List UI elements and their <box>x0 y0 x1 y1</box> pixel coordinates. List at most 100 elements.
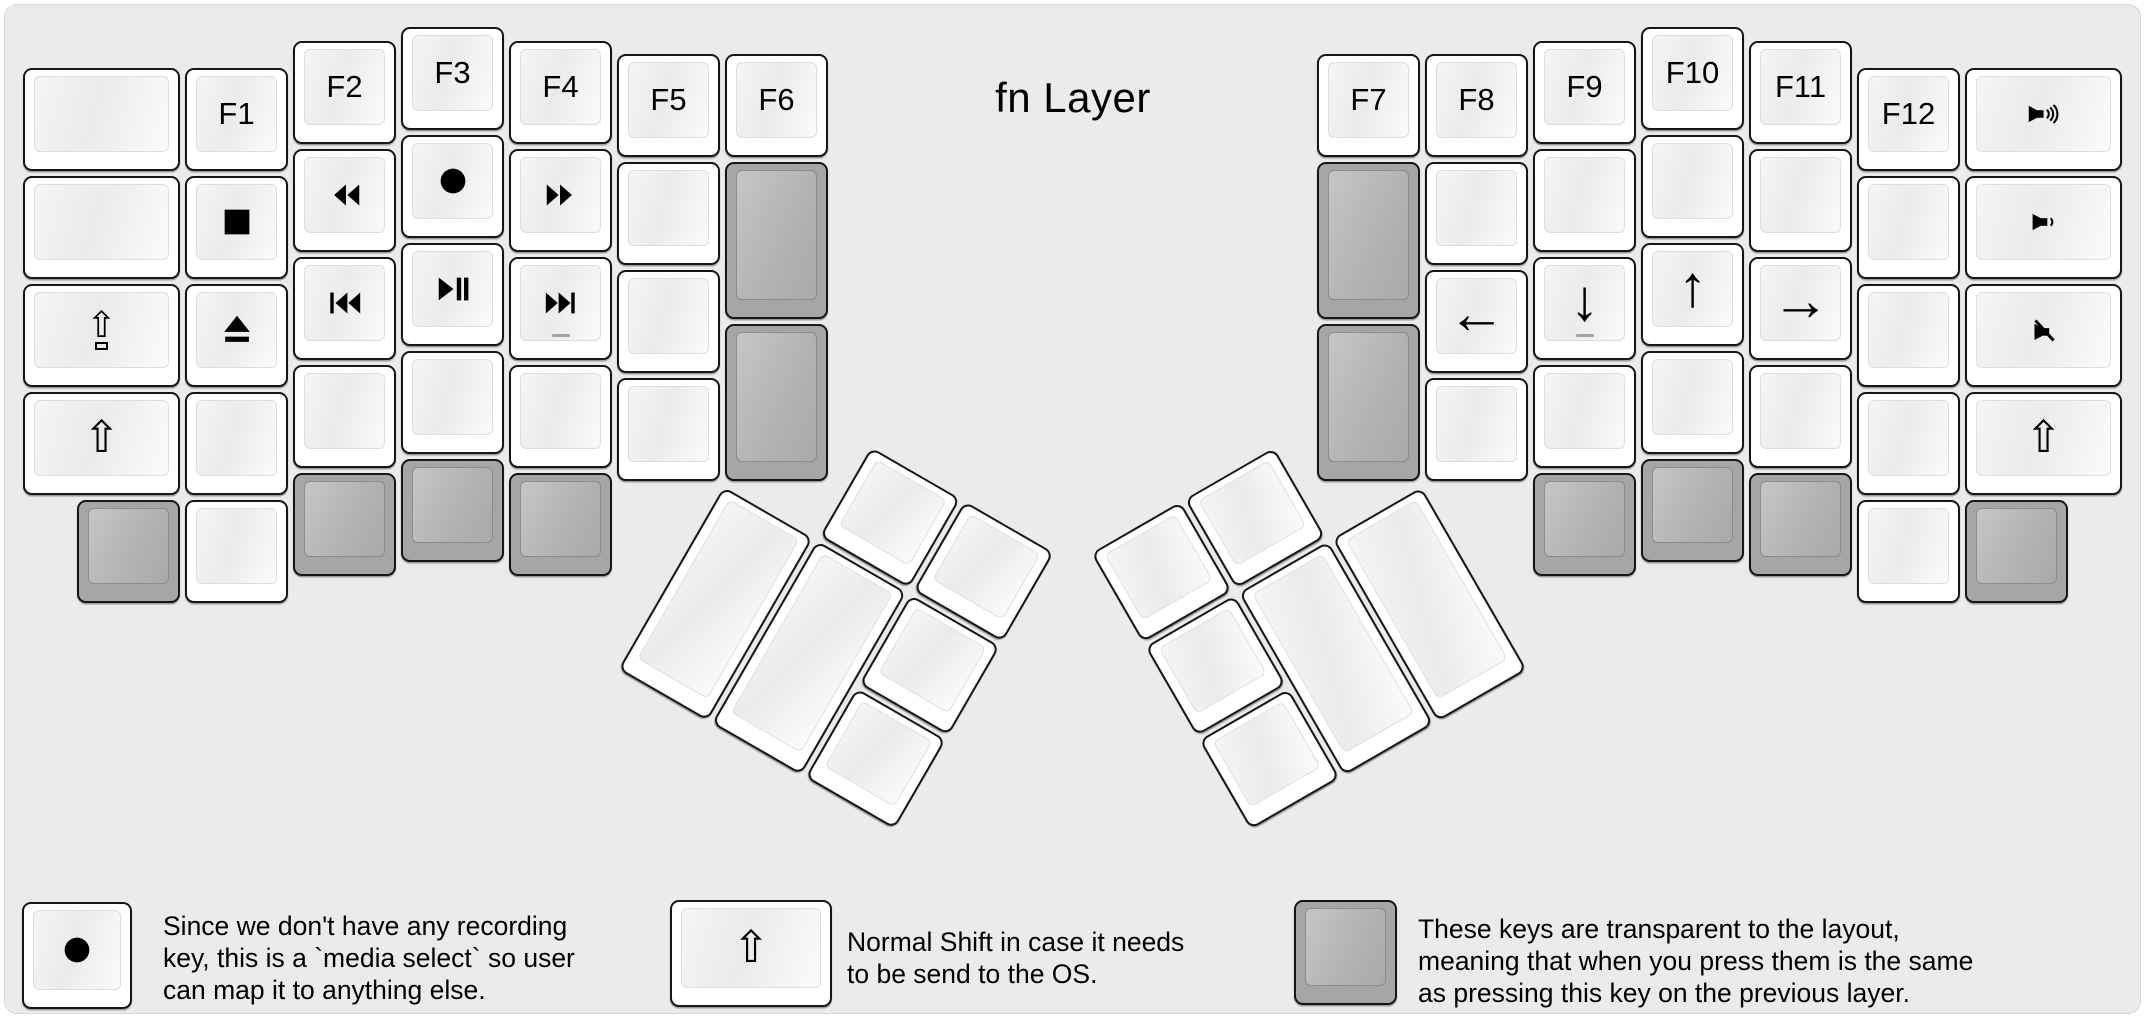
key-transparent[interactable] <box>1641 459 1744 562</box>
key-eject[interactable] <box>185 284 288 387</box>
keycap-surface <box>520 265 601 341</box>
key-label: F4 <box>542 69 579 104</box>
key-blank[interactable] <box>1425 378 1528 481</box>
key-blank[interactable] <box>617 162 720 265</box>
key-blank[interactable] <box>23 68 180 171</box>
key-blank[interactable] <box>1857 500 1960 603</box>
key-mute[interactable] <box>1965 284 2122 387</box>
key-arrow-down[interactable]: ↓ <box>1533 257 1636 360</box>
keycap-surface <box>1760 481 1841 557</box>
key-record[interactable] <box>22 902 132 1009</box>
key-rewind[interactable] <box>293 149 396 252</box>
key-f3[interactable]: F3 <box>401 27 504 130</box>
key-f11[interactable]: F11 <box>1749 41 1852 144</box>
key-f7[interactable]: F7 <box>1317 54 1420 157</box>
key-blank[interactable] <box>23 176 180 279</box>
key-blank[interactable] <box>401 351 504 454</box>
keycap-surface <box>1976 184 2111 260</box>
key-blank[interactable] <box>1533 149 1636 252</box>
keycap-surface: ⇧ <box>681 908 821 988</box>
key-f4[interactable]: F4 <box>509 41 612 144</box>
key-fast-forward[interactable] <box>509 149 612 252</box>
keycap-surface <box>1652 359 1733 435</box>
keycap-surface: F11 <box>1760 49 1841 125</box>
keycap-surface <box>628 170 709 246</box>
key-transparent[interactable] <box>1749 473 1852 576</box>
keycap-surface <box>1868 292 1949 368</box>
keycap-surface: F2 <box>304 49 385 125</box>
key-f1[interactable]: F1 <box>185 68 288 171</box>
key-transparent[interactable] <box>1294 900 1397 1005</box>
keycap-surface: F12 <box>1868 76 1949 152</box>
keycap-surface <box>1760 373 1841 449</box>
key-arrow-left[interactable]: ← <box>1425 270 1528 373</box>
key-arrow-right[interactable]: → <box>1749 257 1852 360</box>
key-shift[interactable]: ⇧ <box>23 392 180 495</box>
keycap-surface <box>304 157 385 233</box>
keycap-surface: F10 <box>1652 35 1733 111</box>
keycap-surface: → <box>1760 265 1841 341</box>
key-blank[interactable] <box>509 365 612 468</box>
fast-forward-icon <box>546 184 572 206</box>
key-prev-track[interactable] <box>293 257 396 360</box>
key-label: F8 <box>1458 82 1495 117</box>
key-transparent[interactable] <box>725 162 828 319</box>
key-blank[interactable] <box>1425 162 1528 265</box>
key-blank[interactable] <box>617 270 720 373</box>
key-blank[interactable] <box>185 392 288 495</box>
key-arrow-up[interactable]: ↑ <box>1641 243 1744 346</box>
key-blank[interactable] <box>1857 284 1960 387</box>
key-record[interactable] <box>401 135 504 238</box>
key-blank[interactable] <box>1533 365 1636 468</box>
keycap-surface <box>1760 157 1841 233</box>
key-transparent[interactable] <box>1317 324 1420 481</box>
keycap-surface <box>196 400 277 476</box>
key-blank[interactable] <box>1641 135 1744 238</box>
key-blank[interactable] <box>1857 392 1960 495</box>
key-transparent[interactable] <box>509 473 612 576</box>
key-blank[interactable] <box>1641 351 1744 454</box>
keycap-surface: F5 <box>628 62 709 138</box>
key-blank[interactable] <box>1749 365 1852 468</box>
keycap-surface <box>1976 508 2057 584</box>
key-f8[interactable]: F8 <box>1425 54 1528 157</box>
key-transparent[interactable] <box>1965 500 2068 603</box>
key-blank[interactable] <box>185 500 288 603</box>
key-volume-down[interactable] <box>1965 176 2122 279</box>
key-f9[interactable]: F9 <box>1533 41 1636 144</box>
key-transparent[interactable] <box>1317 162 1420 319</box>
key-volume-up[interactable] <box>1965 68 2122 171</box>
key-stop[interactable] <box>185 176 288 279</box>
mute-icon <box>2033 319 2055 342</box>
key-transparent[interactable] <box>401 459 504 562</box>
key-shift[interactable]: ⇧ <box>670 900 832 1007</box>
key-blank[interactable] <box>617 378 720 481</box>
key-label: F9 <box>1566 69 1603 104</box>
key-blank[interactable] <box>293 365 396 468</box>
key-next-track[interactable] <box>509 257 612 360</box>
key-transparent[interactable] <box>77 500 180 603</box>
key-transparent[interactable] <box>1533 473 1636 576</box>
volume-down-icon <box>2032 213 2053 231</box>
key-f6[interactable]: F6 <box>725 54 828 157</box>
arrow-left-icon: ← <box>1447 281 1506 346</box>
keycap-surface <box>1544 481 1625 557</box>
keycap-surface: F3 <box>412 35 493 111</box>
key-f10[interactable]: F10 <box>1641 27 1744 130</box>
keycap-surface: F7 <box>1328 62 1409 138</box>
key-shift[interactable]: ⇧ <box>1965 392 2122 495</box>
key-blank[interactable] <box>1749 149 1852 252</box>
key-f5[interactable]: F5 <box>617 54 720 157</box>
key-play-pause[interactable] <box>401 243 504 346</box>
key-caps-lock[interactable]: ⇧ <box>23 284 180 387</box>
key-blank[interactable] <box>1857 176 1960 279</box>
key-transparent[interactable] <box>293 473 396 576</box>
key-label: F10 <box>1665 55 1720 90</box>
key-f2[interactable]: F2 <box>293 41 396 144</box>
keycap-surface <box>520 481 601 557</box>
key-transparent[interactable] <box>725 324 828 481</box>
legend-text-line: to be send to the OS. <box>847 959 1098 989</box>
key-label: F6 <box>758 82 795 117</box>
key-f12[interactable]: F12 <box>1857 68 1960 171</box>
